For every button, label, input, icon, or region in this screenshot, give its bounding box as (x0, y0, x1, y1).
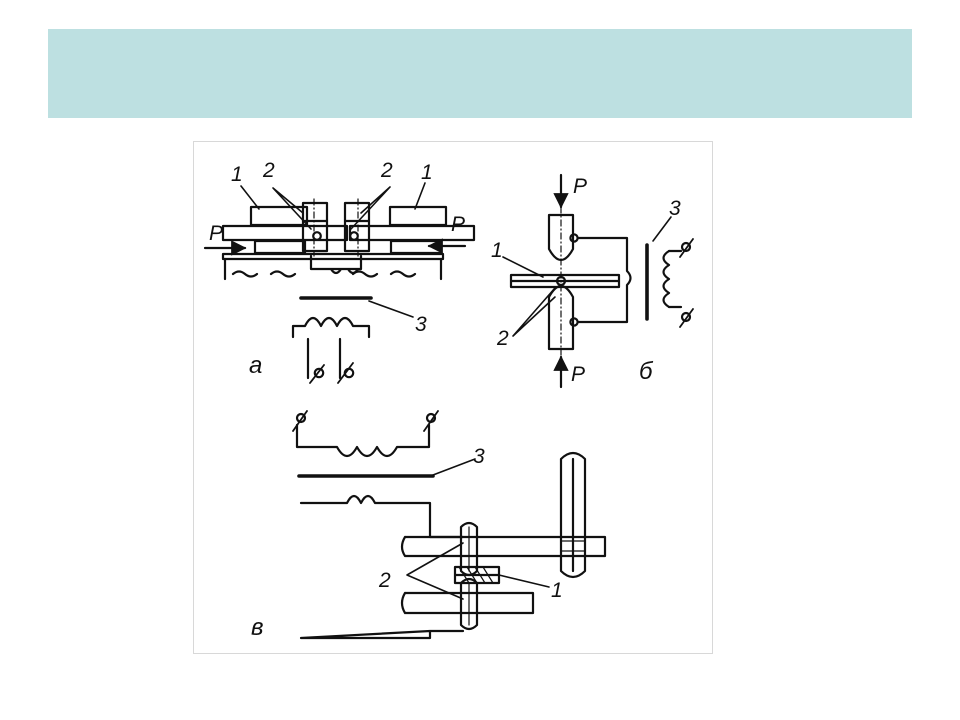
panel-c-workpiece (453, 565, 501, 585)
panel-c-letter: в (251, 614, 264, 641)
panel-a-callout-2-left: 2 (262, 159, 275, 182)
panel-b-terminal-top (680, 241, 692, 253)
panel-b-callout-1: 1 (491, 239, 503, 262)
panel-a-force-label-right: P (451, 213, 465, 236)
panel-a-left-workpiece (221, 224, 349, 242)
panel-c-seam-welding (292, 410, 607, 640)
panel-a-callout-2-right: 2 (380, 159, 393, 182)
panel-a-callout-1-left: 1 (231, 163, 243, 186)
panel-a-bed-wavy-right (351, 257, 443, 281)
panel-c-upper-shaft (400, 535, 607, 558)
panel-b-callout-2: 2 (496, 327, 509, 350)
panel-a-joint-bus (309, 254, 363, 275)
slide-title-band (48, 29, 912, 118)
panel-a-base-bed (221, 252, 445, 261)
panel-b-force-label-top: P (573, 175, 587, 198)
welding-diagram: 1 2 2 1 P P 3 а P 1 2 3 P б 3 2 1 в (203, 159, 694, 641)
panel-a-bed-wavy-left (223, 257, 297, 281)
panel-a-leader-3 (368, 300, 414, 318)
panel-a-right-clamp-upper (388, 205, 448, 227)
panel-b-secondary-circuit (576, 236, 632, 324)
panel-a-leader-2-right (350, 186, 391, 230)
panel-b-force-label-bottom: P (571, 363, 585, 386)
panel-a-leader-2-left (272, 187, 312, 230)
panel-b-spot-welding (502, 173, 694, 389)
panel-a-callout-3: 3 (415, 313, 427, 336)
panel-b-leader-1 (502, 256, 544, 278)
panel-b-upper-electrode (547, 213, 575, 262)
panel-a-callout-1-right: 1 (421, 161, 433, 184)
panel-a-left-electrode (301, 201, 329, 253)
panel-b-leader-3 (652, 216, 672, 242)
panel-c-drive-wheel (559, 451, 587, 579)
panel-a-right-workpiece (348, 224, 476, 242)
panel-c-terminal-left (295, 412, 307, 424)
panel-a-leader-1-right (414, 182, 426, 210)
panel-c-primary-winding (295, 423, 431, 458)
panel-c-callout-2: 2 (378, 569, 391, 592)
panel-a-leader-1-left (240, 185, 260, 210)
panel-c-leader-2 (406, 542, 464, 600)
panel-a-right-terminal (349, 231, 359, 241)
panel-b-terminal-bottom (680, 311, 692, 323)
panel-a-winding-leads (306, 337, 342, 380)
panel-b-leader-2 (512, 287, 556, 337)
panel-a-primary-winding (291, 316, 371, 339)
panel-a-right-electrode (343, 201, 371, 253)
panel-b-callout-3: 3 (669, 197, 681, 220)
panel-c-callout-3: 3 (473, 445, 485, 468)
panel-a-left-clamp-lower (253, 239, 307, 255)
panel-b-letter: б (639, 358, 654, 385)
welding-schemes-figure: 1 2 2 1 P P 3 а P 1 2 3 P б 3 2 1 в (193, 141, 713, 654)
panel-c-callout-1: 1 (551, 579, 563, 602)
panel-a-butt-welding (203, 182, 476, 384)
panel-a-force-label-left: P (209, 222, 223, 245)
panel-c-secondary-loop (299, 494, 465, 640)
panel-c-leader-3 (432, 458, 476, 476)
panel-a-terminal-left (313, 367, 325, 379)
panel-c-leader-1 (498, 574, 550, 588)
panel-b-primary-winding (662, 249, 671, 309)
panel-a-letter: а (249, 352, 262, 379)
panel-c-lower-shaft (400, 591, 535, 615)
panel-a-left-terminal (312, 231, 322, 241)
